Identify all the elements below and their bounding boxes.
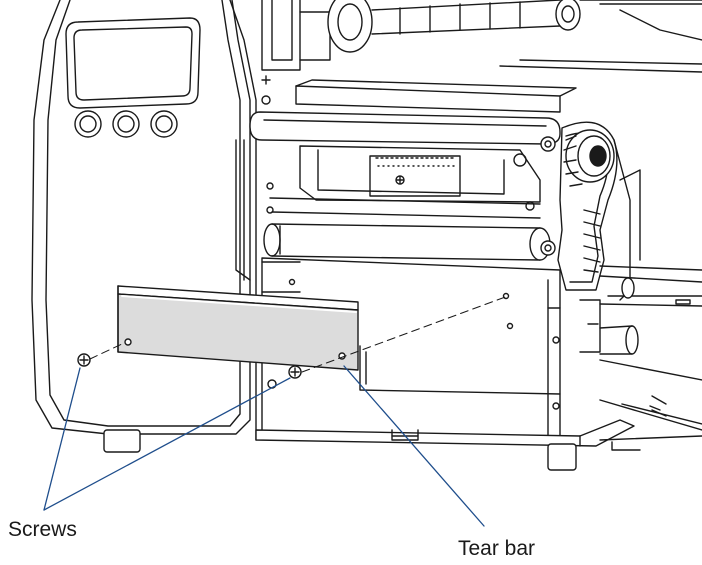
base-plate bbox=[255, 419, 702, 471]
tear-bar bbox=[117, 285, 359, 371]
screws-label: Screws bbox=[8, 518, 77, 541]
left-foot bbox=[103, 429, 141, 453]
ribbon-spindle bbox=[261, 0, 702, 105]
display-screen-icon bbox=[65, 17, 201, 109]
printhead-mechanism bbox=[235, 79, 601, 441]
screws-leader-line-2 bbox=[43, 377, 291, 511]
control-button-icon bbox=[74, 110, 178, 138]
right-foot bbox=[547, 443, 577, 471]
tear-bar-leader-line bbox=[343, 365, 485, 527]
screws-leader-line-1 bbox=[43, 367, 81, 511]
media-rail bbox=[599, 265, 702, 431]
screw-icon bbox=[77, 353, 91, 367]
callout-lines bbox=[43, 365, 485, 527]
alignment-dashed-lines bbox=[89, 295, 509, 373]
screw-icon bbox=[288, 365, 302, 379]
tear-bar-label: Tear bar bbox=[458, 537, 536, 560]
